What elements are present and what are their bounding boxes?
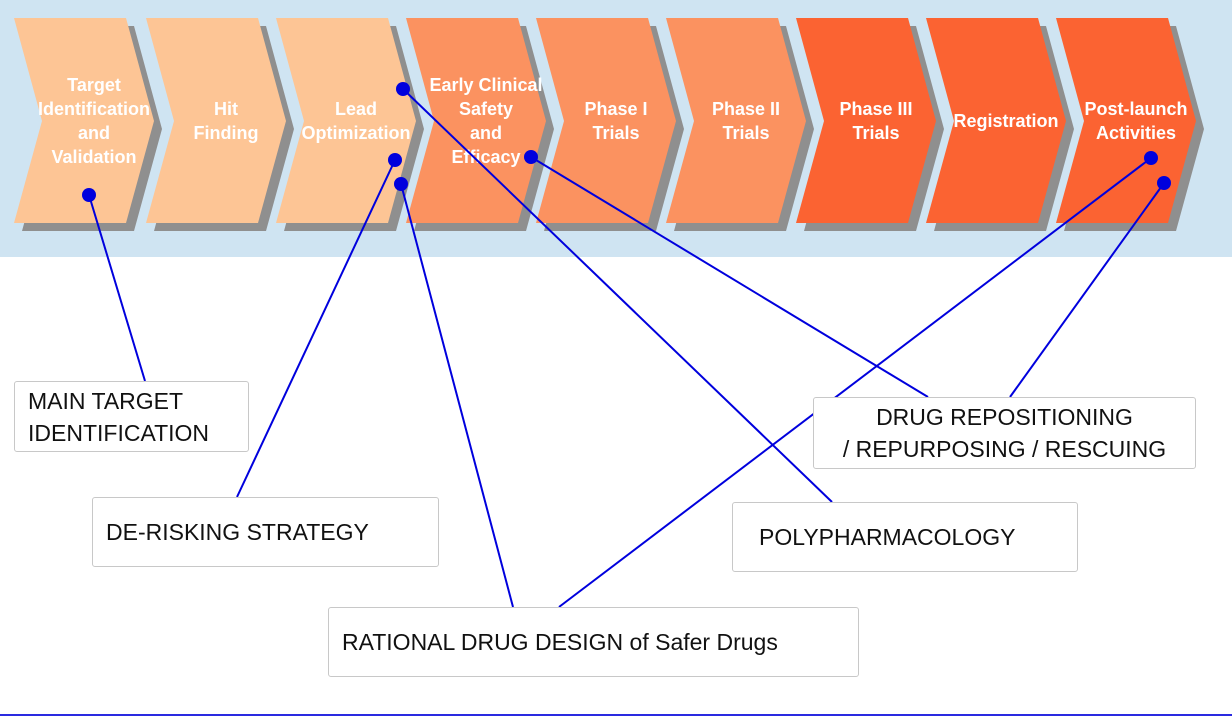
de-risking-strategy-box: DE-RISKING STRATEGY (92, 497, 439, 567)
stage-chevron (536, 18, 676, 223)
stage-phase-iii-trials: Phase III Trials (796, 18, 944, 231)
stage-label-line: Trials (592, 123, 639, 143)
de-risking-label: DE-RISKING STRATEGY (106, 519, 369, 545)
connector-line (236, 159, 396, 498)
stage-label-line: Trials (722, 123, 769, 143)
main-target-identification-box: MAIN TARGET IDENTIFICATION (14, 381, 249, 452)
stage-label-line: Post-launch (1084, 99, 1187, 119)
connector-dot (388, 153, 402, 167)
drug-repositioning-line1: DRUG REPOSITIONING (876, 404, 1133, 430)
stage-label-line: and (78, 123, 110, 143)
stage-label-line: Safety (459, 99, 513, 119)
polypharmacology-box: POLYPHARMACOLOGY (732, 502, 1078, 572)
drug-repositioning-box: DRUG REPOSITIONING / REPURPOSING / RESCU… (813, 397, 1196, 469)
stage-chevron (276, 18, 416, 223)
bottom-divider (0, 714, 1232, 716)
stage-label-line: Hit (214, 99, 238, 119)
stage-label-line: Phase II (712, 99, 780, 119)
connector-dot (82, 188, 96, 202)
rational-drug-design-box: RATIONAL DRUG DESIGN of Safer Drugs (328, 607, 859, 677)
stage-label-line: Lead (335, 99, 377, 119)
stage-label-line: Activities (1096, 123, 1176, 143)
stage-label-line: Phase I (584, 99, 647, 119)
connector-dot (524, 150, 538, 164)
connector-line (88, 194, 146, 382)
stage-chevron (406, 18, 546, 223)
connector-line (400, 183, 514, 608)
stage-chevron (926, 18, 1066, 223)
connector-dot (1157, 176, 1171, 190)
stage-label-line: Finding (194, 123, 259, 143)
stage-label-line: Registration (953, 111, 1058, 131)
stage-registration: Registration (926, 18, 1074, 231)
drug-repositioning-line2: / REPURPOSING / RESCUING (842, 436, 1167, 462)
main-target-line1: MAIN TARGET (28, 387, 184, 414)
connector-dots (82, 82, 1171, 202)
stage-chevron (666, 18, 806, 223)
connector-line (1009, 182, 1165, 398)
connector-dot (394, 177, 408, 191)
stage-chevron (1056, 18, 1196, 223)
stage-chevron (146, 18, 286, 223)
connector-dot (396, 82, 410, 96)
stage-label-line: and (470, 123, 502, 143)
stage-label-line: Early Clinical (429, 75, 542, 95)
connector-lines (88, 88, 1165, 608)
stage-label-line: Identification (38, 99, 150, 119)
rational-drug-design-label: RATIONAL DRUG DESIGN of Safer Drugs (342, 629, 778, 655)
connector-line (402, 88, 833, 503)
stage-phase-i-trials: Phase I Trials (536, 18, 684, 231)
stage-label-line: Efficacy (451, 147, 520, 167)
stage-label-line: Target (67, 75, 121, 95)
stage-chevron (14, 18, 154, 223)
polypharmacology-label: POLYPHARMACOLOGY (759, 524, 1016, 550)
stage-label-line: Optimization (302, 123, 411, 143)
connector-dot (1144, 151, 1158, 165)
stage-chevron (796, 18, 936, 223)
stage-label-line: Validation (51, 147, 136, 167)
stage-label-line: Phase III (839, 99, 912, 119)
connector-line (558, 157, 1152, 608)
stage-label-line: Trials (852, 123, 899, 143)
main-target-line2: IDENTIFICATION (28, 419, 210, 446)
connector-line (530, 156, 929, 398)
stage-phase-ii-trials: Phase II Trials (666, 18, 814, 231)
